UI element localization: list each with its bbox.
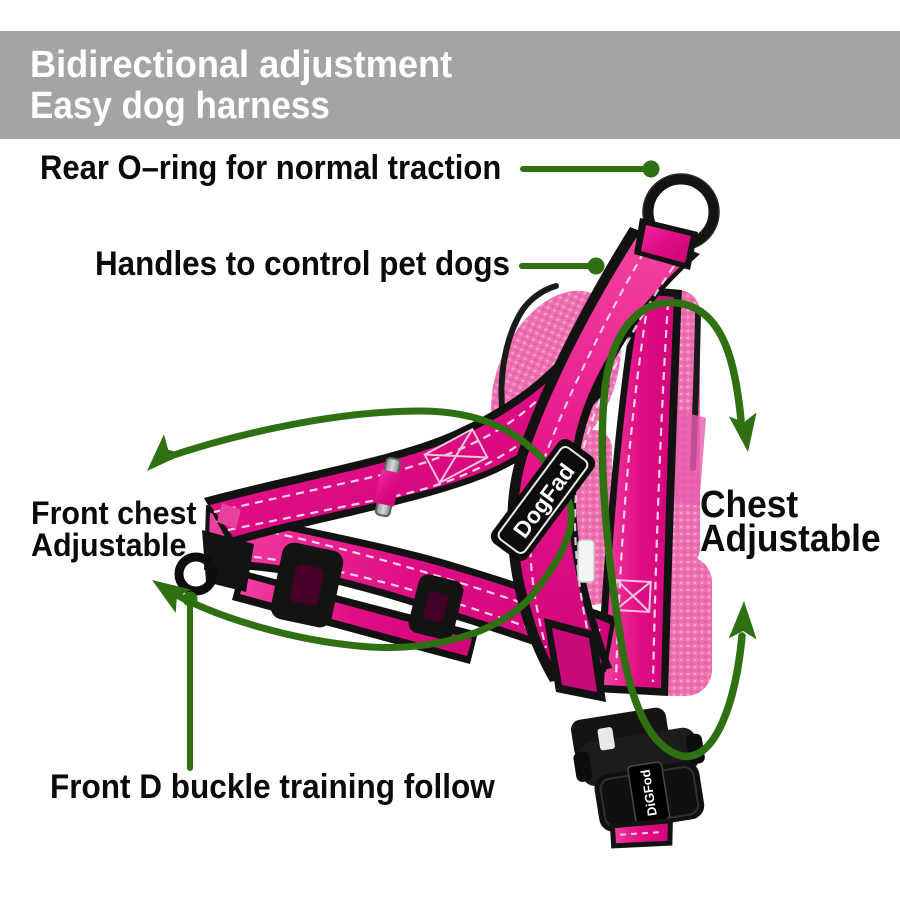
callout-rear-oring: Rear O–ring for normal traction xyxy=(40,149,502,187)
callout-front-chest-line2: Adjustable xyxy=(31,527,187,563)
ring-wrap xyxy=(634,218,698,270)
handles-pointer xyxy=(519,257,605,275)
callout-front-d-buckle: Front D buckle training follow xyxy=(50,768,495,806)
buckle-label-text: DiGFod xyxy=(638,768,660,817)
rear-oring-pointer xyxy=(520,160,660,178)
annotation-arrows xyxy=(147,160,757,771)
front-d-ring xyxy=(174,503,254,596)
metal-slider-front xyxy=(374,456,402,518)
white-loop xyxy=(577,539,595,583)
box-stitch xyxy=(423,427,489,485)
callout-front-chest-line1: Front chest xyxy=(31,495,197,531)
strap-keeper xyxy=(270,542,344,628)
strap-keeper xyxy=(408,574,464,640)
callout-chest-line2: Adjustable xyxy=(700,518,881,560)
banner-line1: Bidirectional adjustment xyxy=(30,44,453,86)
front-d-pointer xyxy=(182,591,198,771)
front-chest-loop xyxy=(147,407,575,651)
callout-handles: Handles to control pet dogs xyxy=(95,245,510,283)
callout-chest-line1: Chest xyxy=(700,484,799,526)
chest-fold xyxy=(544,618,606,702)
banner-line2: Easy dog harness xyxy=(30,85,330,127)
title-banner: Bidirectional adjustment Easy dog harnes… xyxy=(0,31,900,139)
chest-adjust-curve xyxy=(598,298,757,760)
